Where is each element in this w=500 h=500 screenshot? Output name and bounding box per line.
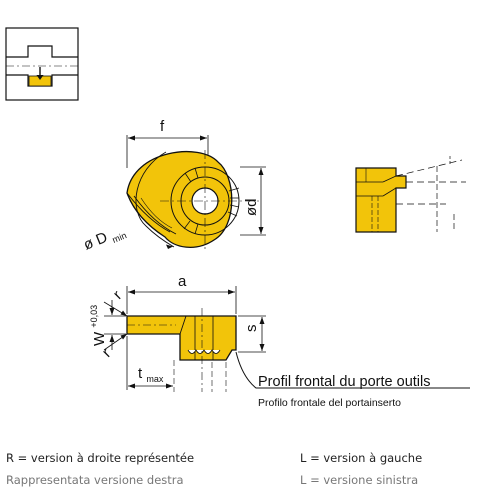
legend-right-version-italian: Rappresentata versione destra xyxy=(6,473,184,487)
insert-side-view: a s W +0,03 r r xyxy=(89,273,470,392)
holder-profile-curve xyxy=(235,351,470,389)
dim-d-label: ød xyxy=(243,198,260,216)
dim-D-min-label: ø D min xyxy=(81,222,128,256)
dim-s-label: s xyxy=(243,325,260,333)
insert-side-body xyxy=(126,315,237,361)
legend-left-version-italian: L = versione sinistra xyxy=(300,473,418,487)
face-grooving-symbol-icon xyxy=(5,27,79,101)
dim-w-label: W +0,03 xyxy=(89,305,108,346)
insert-top-view: f ød xyxy=(81,118,266,256)
dim-a-label: a xyxy=(178,273,187,290)
legend-right-version: R = version à droite représentée xyxy=(6,451,194,465)
dim-t-max-label: t max xyxy=(138,365,164,384)
legend-left-version: L = version à gauche xyxy=(300,451,422,465)
profile-title: Profil frontal du porte outils xyxy=(258,374,430,390)
profile-subtitle: Profilo frontale del portainserto xyxy=(258,397,401,409)
arrow-down-icon xyxy=(36,67,44,80)
insert-front-view xyxy=(355,156,466,233)
insert-front-body xyxy=(355,167,407,233)
dim-f-label: f xyxy=(160,118,165,135)
